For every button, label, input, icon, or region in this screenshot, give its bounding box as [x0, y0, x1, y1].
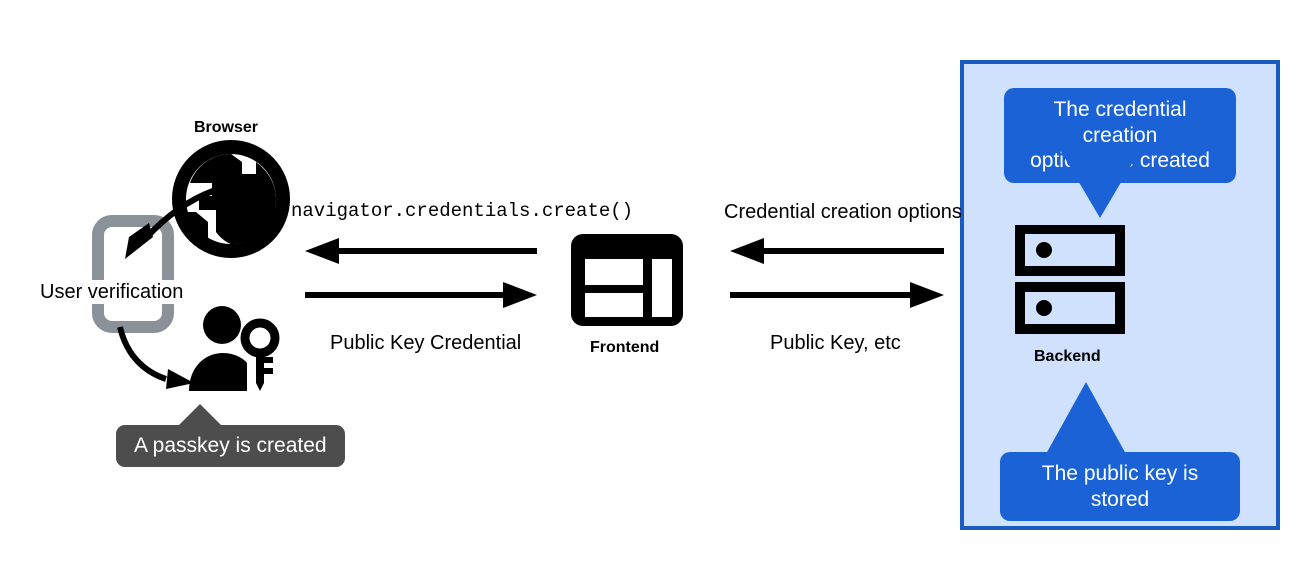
label-navigator-credentials-create: navigator.credentials.create() [291, 200, 634, 222]
arrow-backend-to-frontend [730, 238, 944, 264]
arrow-browser-to-frontend [305, 282, 537, 308]
arrow-browser-to-device [125, 188, 215, 259]
label-public-key-credential: Public Key Credential [330, 332, 522, 354]
arrow-frontend-to-backend [730, 282, 944, 308]
user-with-key-icon [189, 306, 280, 391]
server-rack-icon [1015, 225, 1125, 334]
arrow-frontend-to-browser [305, 238, 537, 264]
web-layout-icon [571, 234, 683, 326]
callout-line-2: stored [1090, 487, 1150, 511]
callout-line-1: The public key is [1041, 462, 1199, 485]
label-public-key-etc: Public Key, etc [770, 332, 901, 354]
callout-pointer-credential-options [1060, 150, 1140, 218]
mobile-phone-icon [92, 215, 174, 333]
backend-label: Backend [1034, 348, 1101, 365]
user-verification-label: User verification [38, 280, 186, 304]
frontend-label: Frontend [590, 339, 660, 356]
callout-credential-options-created: The credential creation options are crea… [1004, 88, 1236, 183]
globe-icon [172, 140, 290, 258]
callout-public-key-stored: The public key is stored [1000, 452, 1240, 522]
arrow-device-to-user [117, 326, 194, 389]
label-credential-creation-options: Credential creation options [724, 201, 962, 223]
callout-passkey-created: A passkey is created [116, 425, 345, 467]
callout-line-1: The credential creation [1053, 98, 1187, 147]
browser-label: Browser [194, 119, 259, 136]
callout-pointer-public-key-stored [1046, 382, 1126, 454]
